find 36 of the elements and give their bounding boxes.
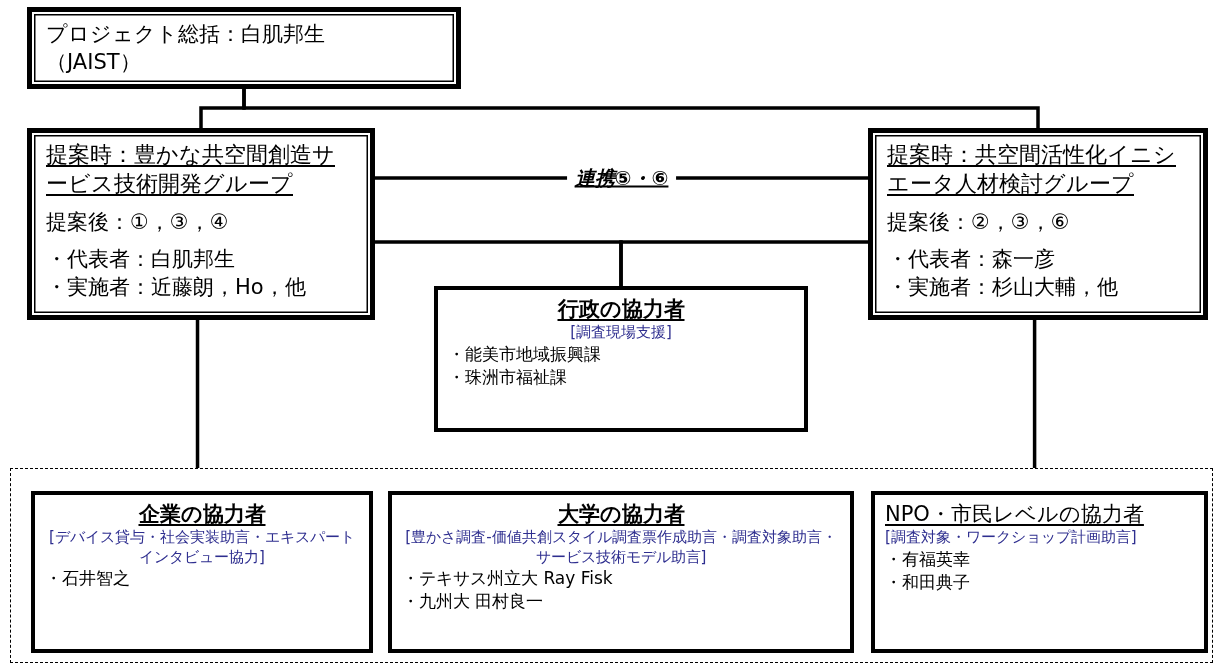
member-text: ・九州大 田村良一 (402, 590, 545, 614)
partner-box (434, 286, 808, 432)
member-text: ・石井智之 (45, 567, 131, 591)
dashed-frame (10, 468, 1213, 663)
title-box (27, 7, 461, 89)
partner-heading: 行政の協力者 (556, 296, 686, 323)
group-box (27, 128, 375, 320)
member-text: ・珠洲市福祉課 (448, 365, 568, 389)
member-text: ・和田典子 (885, 570, 971, 594)
group-heading: 提案時：豊かな共空間創造サービス技術開発グループ (46, 141, 336, 198)
member-text: ・有福英幸 (885, 547, 971, 571)
member-text: ・能美市地域振興課 (448, 342, 602, 366)
member-text: ・代表者：白肌邦生 (46, 245, 236, 273)
role-note: [デバイス貸与・社会実装助言・エキスパートインタビュー協力] (48, 528, 356, 568)
member-text: 提案後：①，③，④ (46, 209, 230, 237)
member-text: 提案後：②，③，⑥ (887, 209, 1071, 237)
partner-heading: NPO・市民レベルの協力者 (885, 501, 1145, 528)
group-heading: 提案時：共空間活性化イニシエータ人材検討グループ (887, 141, 1177, 198)
group-box (868, 128, 1208, 320)
connector-line (619, 240, 868, 286)
role-note: [調査対象・ワークショップ計画助言] (885, 528, 1138, 548)
member-text: ・代表者：森一彦 (887, 245, 1056, 273)
title-text: プロジェクト総括：白肌邦生（JAIST） (46, 21, 326, 77)
member-text: ・テキサス州立大 Ray Fisk (402, 567, 614, 591)
role-note: [豊かさ調査‐価値共創スタイル調査票作成助言・調査対象助言・サービス技術モデル助言] (404, 528, 838, 568)
partner-box (388, 491, 854, 653)
member-text: ・実施者：杉山大輔，他 (887, 273, 1119, 301)
connector-line (195, 320, 200, 468)
partner-box (871, 491, 1208, 653)
partner-heading: 企業の協力者 (137, 501, 267, 528)
connector-line (1032, 320, 1037, 468)
member-text: ・実施者：近藤朗，Ho，他 (46, 273, 307, 301)
role-note: [調査現場支援] (569, 323, 673, 343)
connector-line (242, 89, 1040, 128)
partner-heading: 大学の協力者 (556, 501, 686, 528)
partner-box (31, 491, 373, 653)
